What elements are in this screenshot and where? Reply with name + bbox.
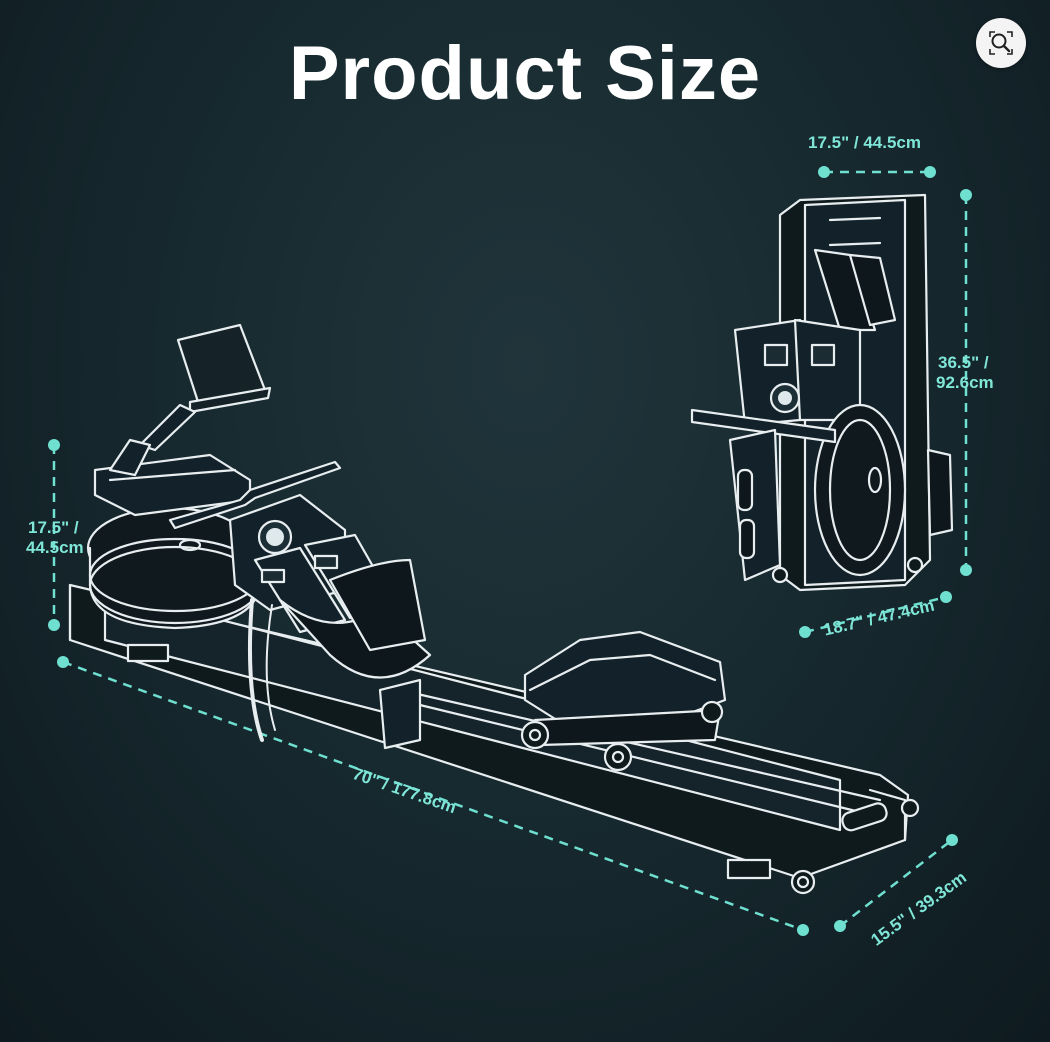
rowing-machine — [68, 323, 920, 895]
label-height-inch: 17.5" / — [28, 518, 79, 537]
dim-line-width — [839, 839, 953, 927]
seat — [523, 630, 727, 730]
label-folded-height-inch: 36.5" / — [938, 353, 989, 372]
dimension-endpoints — [48, 166, 972, 936]
upright-tank — [813, 403, 907, 577]
dim-line-folded-depth — [804, 595, 947, 634]
handle-bar — [168, 460, 342, 530]
zoom-button[interactable] — [976, 18, 1026, 68]
dim-line-length — [62, 660, 804, 932]
label-folded-width: 17.5" / 44.5cm — [808, 133, 921, 152]
page-title: Product Size — [288, 31, 762, 116]
zoom-search-icon — [989, 31, 1013, 55]
folded-rower — [690, 193, 954, 592]
label-folded-height-cm: 92.6cm — [936, 373, 994, 392]
label-height-cm: 44.5cm — [26, 538, 84, 557]
dimension-lines — [52, 170, 968, 932]
